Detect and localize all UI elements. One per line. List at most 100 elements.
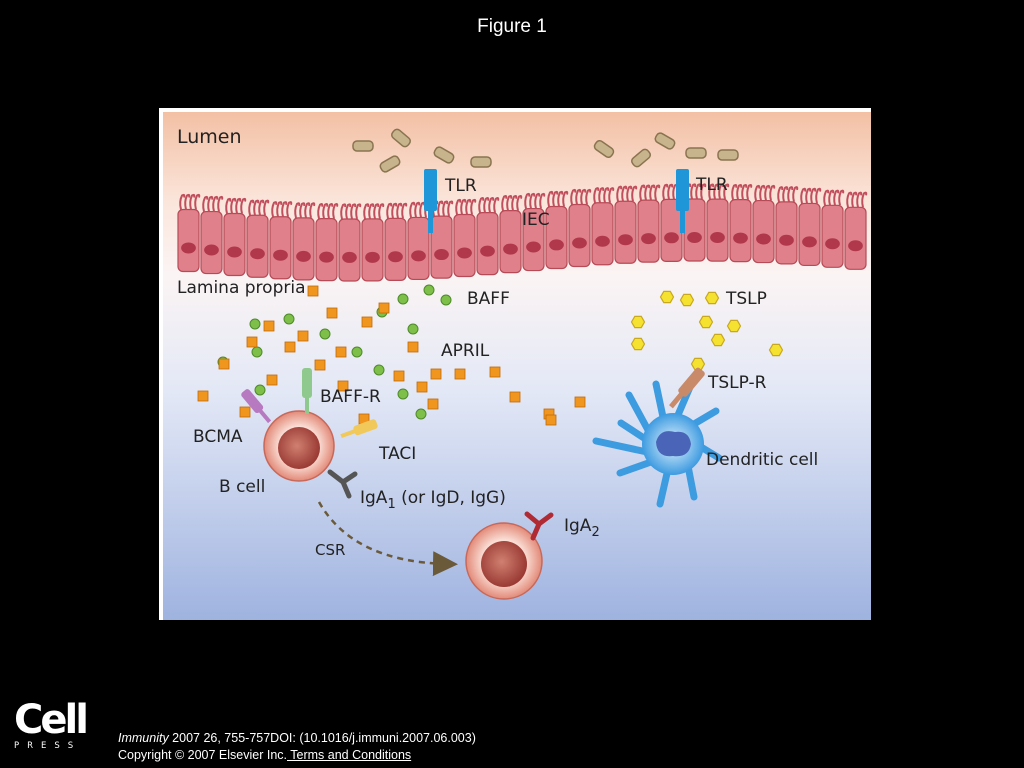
bacterium	[717, 149, 739, 161]
tslp-molecule	[698, 315, 714, 329]
april-molecule	[314, 359, 326, 371]
label-tlr-left: TLR	[444, 176, 477, 196]
label-iga1-rest: (or IgD, IgG)	[396, 488, 506, 508]
label-iga2-sub: 2	[591, 525, 599, 540]
epithelial-cell	[453, 198, 477, 278]
b-cell	[263, 410, 335, 482]
label-csr: CSR	[315, 541, 345, 559]
april-molecule	[545, 414, 557, 426]
baff-molecule	[373, 364, 385, 376]
bacterium	[379, 155, 401, 173]
epithelial-cell	[384, 202, 408, 281]
label-baff: BAFF	[467, 289, 510, 309]
label-tslp-r: TSLP-R	[707, 373, 767, 393]
april-molecule	[430, 368, 442, 380]
label-april: APRIL	[441, 341, 490, 361]
baff-molecule	[249, 318, 261, 330]
diagram-canvas: Lumen TLR TLR IEC Lamina propria BAFF TS…	[163, 112, 871, 620]
tslp-molecule	[726, 319, 742, 333]
copyright-text: Copyright © 2007 Elsevier Inc.	[118, 748, 288, 762]
tslp-molecule	[704, 291, 720, 305]
epithelial-cell	[522, 192, 546, 272]
bacterium	[470, 156, 492, 168]
baff-molecule	[423, 284, 435, 296]
figure-title: Figure 1	[477, 16, 547, 37]
april-molecule	[266, 374, 278, 386]
bacterium	[631, 148, 651, 168]
bacterium	[593, 139, 615, 159]
logo-word: Cell	[14, 697, 89, 743]
baff-molecule	[415, 408, 427, 420]
label-taci: TACI	[378, 444, 416, 464]
citation-line: Immunity 2007 26, 755-757DOI: (10.1016/j…	[118, 730, 476, 747]
april-molecule	[218, 358, 230, 370]
april-molecule	[416, 381, 428, 393]
bacterium	[433, 146, 455, 164]
epithelial-cell	[246, 199, 270, 278]
label-iga2: IgA2	[564, 516, 600, 540]
tslp-molecule	[710, 333, 726, 347]
epithelial-cell	[499, 194, 523, 274]
april-molecules	[197, 285, 586, 426]
april-molecule	[509, 391, 521, 403]
april-molecule	[393, 370, 405, 382]
tlr-receptor-right	[676, 169, 689, 233]
epithelial-cell	[200, 195, 224, 275]
april-molecule	[427, 398, 439, 410]
epithelial-cell	[292, 202, 316, 281]
baff-molecule	[251, 346, 263, 358]
baff-r-receptor	[302, 368, 312, 414]
taci-receptor	[340, 419, 378, 439]
tslp-molecules	[630, 290, 784, 371]
copyright-line: Copyright © 2007 Elsevier Inc. Terms and…	[118, 747, 476, 764]
epithelial-cell	[476, 196, 500, 276]
april-molecule	[378, 302, 390, 314]
label-iec: IEC	[522, 210, 550, 230]
epithelial-cell	[729, 183, 753, 263]
label-iga1: IgA1 (or IgD, IgG)	[360, 488, 506, 512]
april-molecule	[197, 390, 209, 402]
epithelial-cell	[798, 187, 822, 267]
april-molecule	[454, 368, 466, 380]
epithelial-cell	[706, 183, 730, 262]
figure-panel: Lumen TLR TLR IEC Lamina propria BAFF TS…	[159, 108, 871, 620]
baff-molecule	[407, 323, 419, 335]
epithelial-cell	[775, 186, 799, 265]
tslp-molecule	[679, 293, 695, 307]
label-dendritic-cell: Dendritic cell	[706, 450, 818, 470]
bacterium	[391, 128, 411, 148]
epithelial-cell	[637, 184, 661, 263]
label-b-cell: B cell	[219, 477, 265, 497]
tslp-molecule	[630, 337, 646, 351]
label-lamina-propria: Lamina propria	[177, 278, 306, 298]
citation-footer: Immunity 2007 26, 755-757DOI: (10.1016/j…	[118, 730, 476, 764]
terms-link[interactable]: Terms and Conditions	[287, 748, 412, 762]
label-iga1-sub: 1	[387, 497, 395, 512]
april-molecule	[489, 366, 501, 378]
label-baff-r: BAFF-R	[320, 387, 381, 407]
baff-molecule	[319, 328, 331, 340]
april-molecule	[297, 330, 309, 342]
epithelial-cell	[614, 185, 638, 264]
iga1-antibody	[327, 469, 358, 499]
epithelial-cell	[269, 201, 293, 280]
label-tslp: TSLP	[725, 289, 767, 309]
baff-molecule	[397, 388, 409, 400]
epithelial-cell	[430, 200, 454, 279]
bacterium	[685, 147, 707, 159]
bacterium	[654, 132, 676, 150]
iga2-antibody	[524, 511, 554, 541]
epithelial-cell	[568, 188, 592, 268]
epithelial-cell	[177, 193, 201, 273]
label-iga2-base: IgA	[564, 516, 592, 536]
iga2-plasma-cell	[465, 522, 543, 600]
bacterium	[352, 140, 374, 152]
tlr-receptor-left	[424, 169, 437, 233]
april-molecule	[246, 336, 258, 348]
cell-press-logo: Cell PRESS	[14, 697, 89, 752]
april-molecule	[335, 346, 347, 358]
april-molecule	[574, 396, 586, 408]
epithelial-cell	[223, 197, 247, 277]
baff-molecule	[283, 313, 295, 325]
label-tlr-right: TLR	[695, 175, 728, 195]
